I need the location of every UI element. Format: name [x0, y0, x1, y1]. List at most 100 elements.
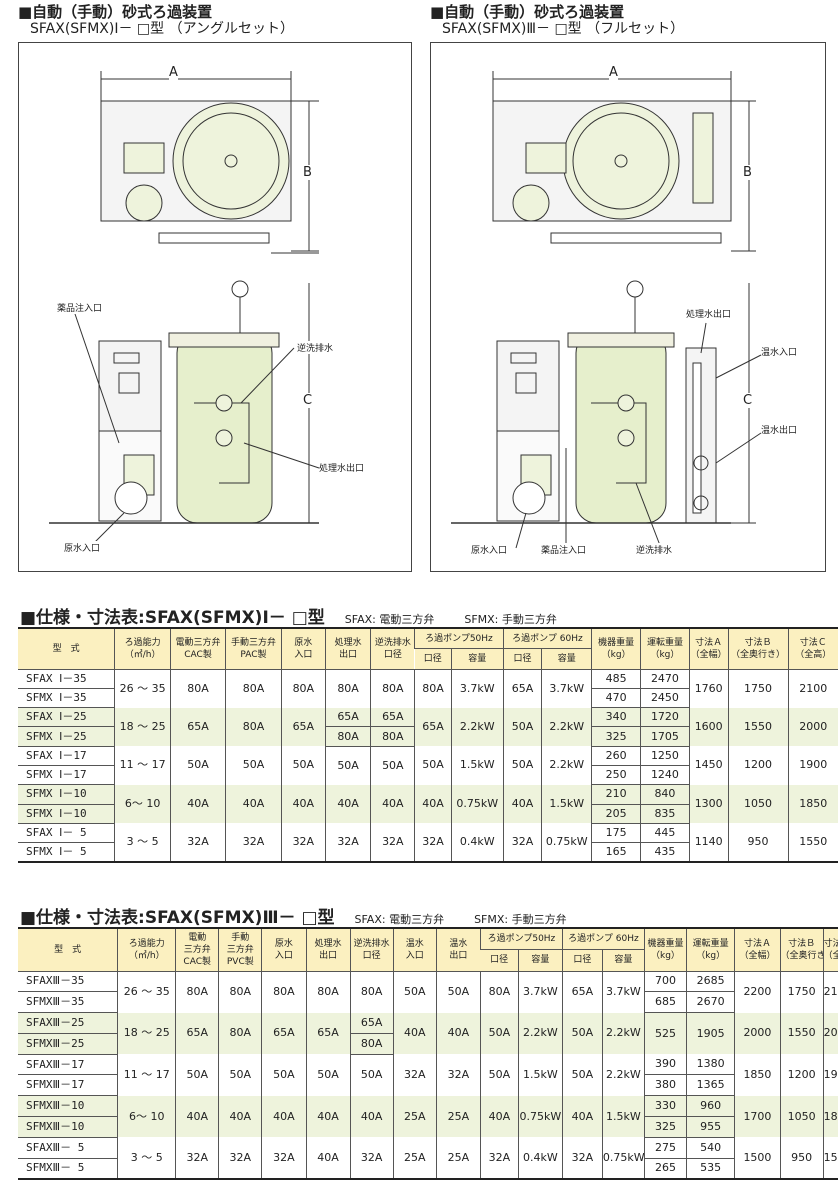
- table-cell: 2.2kW: [450, 707, 504, 747]
- table-cell: 1.5kW: [517, 1054, 563, 1096]
- left-subtitle: SFAX(SFMX)Ⅰ－ □型 （アングルセット）: [30, 21, 295, 37]
- table-cell: 50A: [349, 1054, 394, 1096]
- table-cell: 65A: [175, 1012, 219, 1055]
- column-header: 型 式: [18, 628, 115, 670]
- table-cell: 1850: [734, 1054, 781, 1096]
- column-header: 寸法Ａ（全幅）: [734, 928, 781, 972]
- table-cell: 50A: [170, 746, 226, 785]
- column-subheader: 容量: [601, 949, 645, 972]
- model-name: SFMX Ⅰ－ 5: [18, 842, 115, 863]
- table-cell: 50A: [280, 746, 326, 785]
- table-cell: 2000: [822, 1012, 838, 1055]
- table-cell: 390: [643, 1054, 687, 1076]
- table-cell: 80A: [324, 669, 371, 708]
- table-cell: 40A: [414, 784, 452, 824]
- table-cell: 50A: [225, 746, 282, 785]
- table-cell: 50A: [502, 746, 542, 785]
- table-cell: 80A: [349, 971, 394, 1013]
- column-header: 寸法Ｂ（全奥行き）: [779, 928, 824, 972]
- table-cell: 32A: [225, 823, 282, 862]
- table-cell: 435: [640, 842, 690, 863]
- table-cell: 40A: [561, 1095, 603, 1138]
- column-header: 機器重量（kg）: [643, 928, 687, 972]
- table-cell: 26 ～ 35: [114, 669, 171, 708]
- table-cell: 32A: [370, 823, 415, 862]
- column-header: ろ過ポンプ 60Hz: [502, 628, 592, 649]
- table-cell: 0.75kW: [541, 823, 592, 862]
- full-set-drawing: [451, 71, 762, 549]
- table-cell: 65A: [414, 707, 452, 747]
- table-cell: 3.7kW: [601, 971, 645, 1013]
- table-cell: 80A: [324, 726, 371, 747]
- table-cell: 2685: [685, 971, 735, 993]
- model-name: SFMX Ⅰ－35: [18, 688, 115, 709]
- column-header: 処理水出口: [305, 928, 351, 972]
- column-header: ろ過ポンプ 60Hz: [561, 928, 645, 950]
- table-cell: 0.75kW: [601, 1137, 645, 1179]
- table-cell: 40A: [435, 1012, 481, 1055]
- table-cell: 25A: [435, 1095, 481, 1138]
- label-chemical-inlet: 薬品注入口: [57, 301, 103, 314]
- table-cell: 3 ～ 5: [114, 823, 171, 862]
- label-raw-inlet: 原水入口: [471, 543, 508, 556]
- model-name: SFAXⅢ－ 5: [18, 1137, 118, 1159]
- table1-note-sfax: SFAX: 電動三方弁: [344, 613, 435, 626]
- column-header: 型 式: [18, 928, 118, 972]
- table-cell: 2.2kW: [541, 746, 592, 785]
- table2-title-text: ■仕様・寸法表:SFAX(SFMX)Ⅲ－ □型: [20, 908, 335, 928]
- left-title-text: ■自動（手動）砂式ろ過装置: [18, 3, 213, 21]
- table-cell: 80A: [170, 669, 226, 708]
- table-cell: 445: [640, 823, 690, 844]
- table-cell: 1550: [779, 1012, 824, 1055]
- table-cell: 80A: [305, 971, 351, 1013]
- table-cell: 2670: [685, 991, 735, 1014]
- table-cell: 32A: [175, 1137, 219, 1179]
- table-cell: 2.2kW: [517, 1012, 563, 1055]
- label-treated-outlet: 処理水出口: [319, 461, 365, 474]
- table-cell: 80A: [225, 669, 282, 708]
- table-cell: 2000: [787, 707, 838, 747]
- table-cell: 1700: [734, 1095, 781, 1138]
- table-cell: 1.5kW: [601, 1095, 645, 1138]
- table-cell: 2200: [734, 971, 781, 1013]
- model-name: SFMX Ⅰ－17: [18, 765, 115, 786]
- column-header: 運転重量（kg）: [685, 928, 735, 972]
- model-name: SFAX Ⅰ－17: [18, 746, 115, 766]
- column-subheader: 容量: [450, 648, 504, 670]
- table-cell: 50A: [370, 746, 415, 785]
- table-cell: 25A: [392, 1095, 437, 1138]
- column-header: ろ過能力（㎥/h）: [117, 928, 176, 972]
- table-cell: 700: [643, 971, 687, 993]
- table-cell: 50A: [479, 1054, 519, 1096]
- table-cell: 1850: [787, 784, 838, 824]
- table-cell: 540: [685, 1137, 735, 1159]
- table-cell: 2100: [787, 669, 838, 708]
- left-diagram: A B C 薬品注入口 逆洗排水 処理水出口 原水入口: [18, 42, 412, 572]
- table-cell: 485: [591, 669, 641, 689]
- table-cell: 1720: [640, 707, 690, 728]
- model-name: SFAXⅢ－17: [18, 1054, 118, 1076]
- table-cell: 32A: [324, 823, 371, 862]
- table-cell: 32A: [218, 1137, 262, 1179]
- table-cell: 80A: [218, 1012, 262, 1055]
- table-cell: 2000: [734, 1012, 781, 1055]
- table-cell: 80A: [261, 971, 306, 1013]
- angle-set-drawing: [49, 71, 320, 544]
- table-cell: 1550: [822, 1137, 838, 1179]
